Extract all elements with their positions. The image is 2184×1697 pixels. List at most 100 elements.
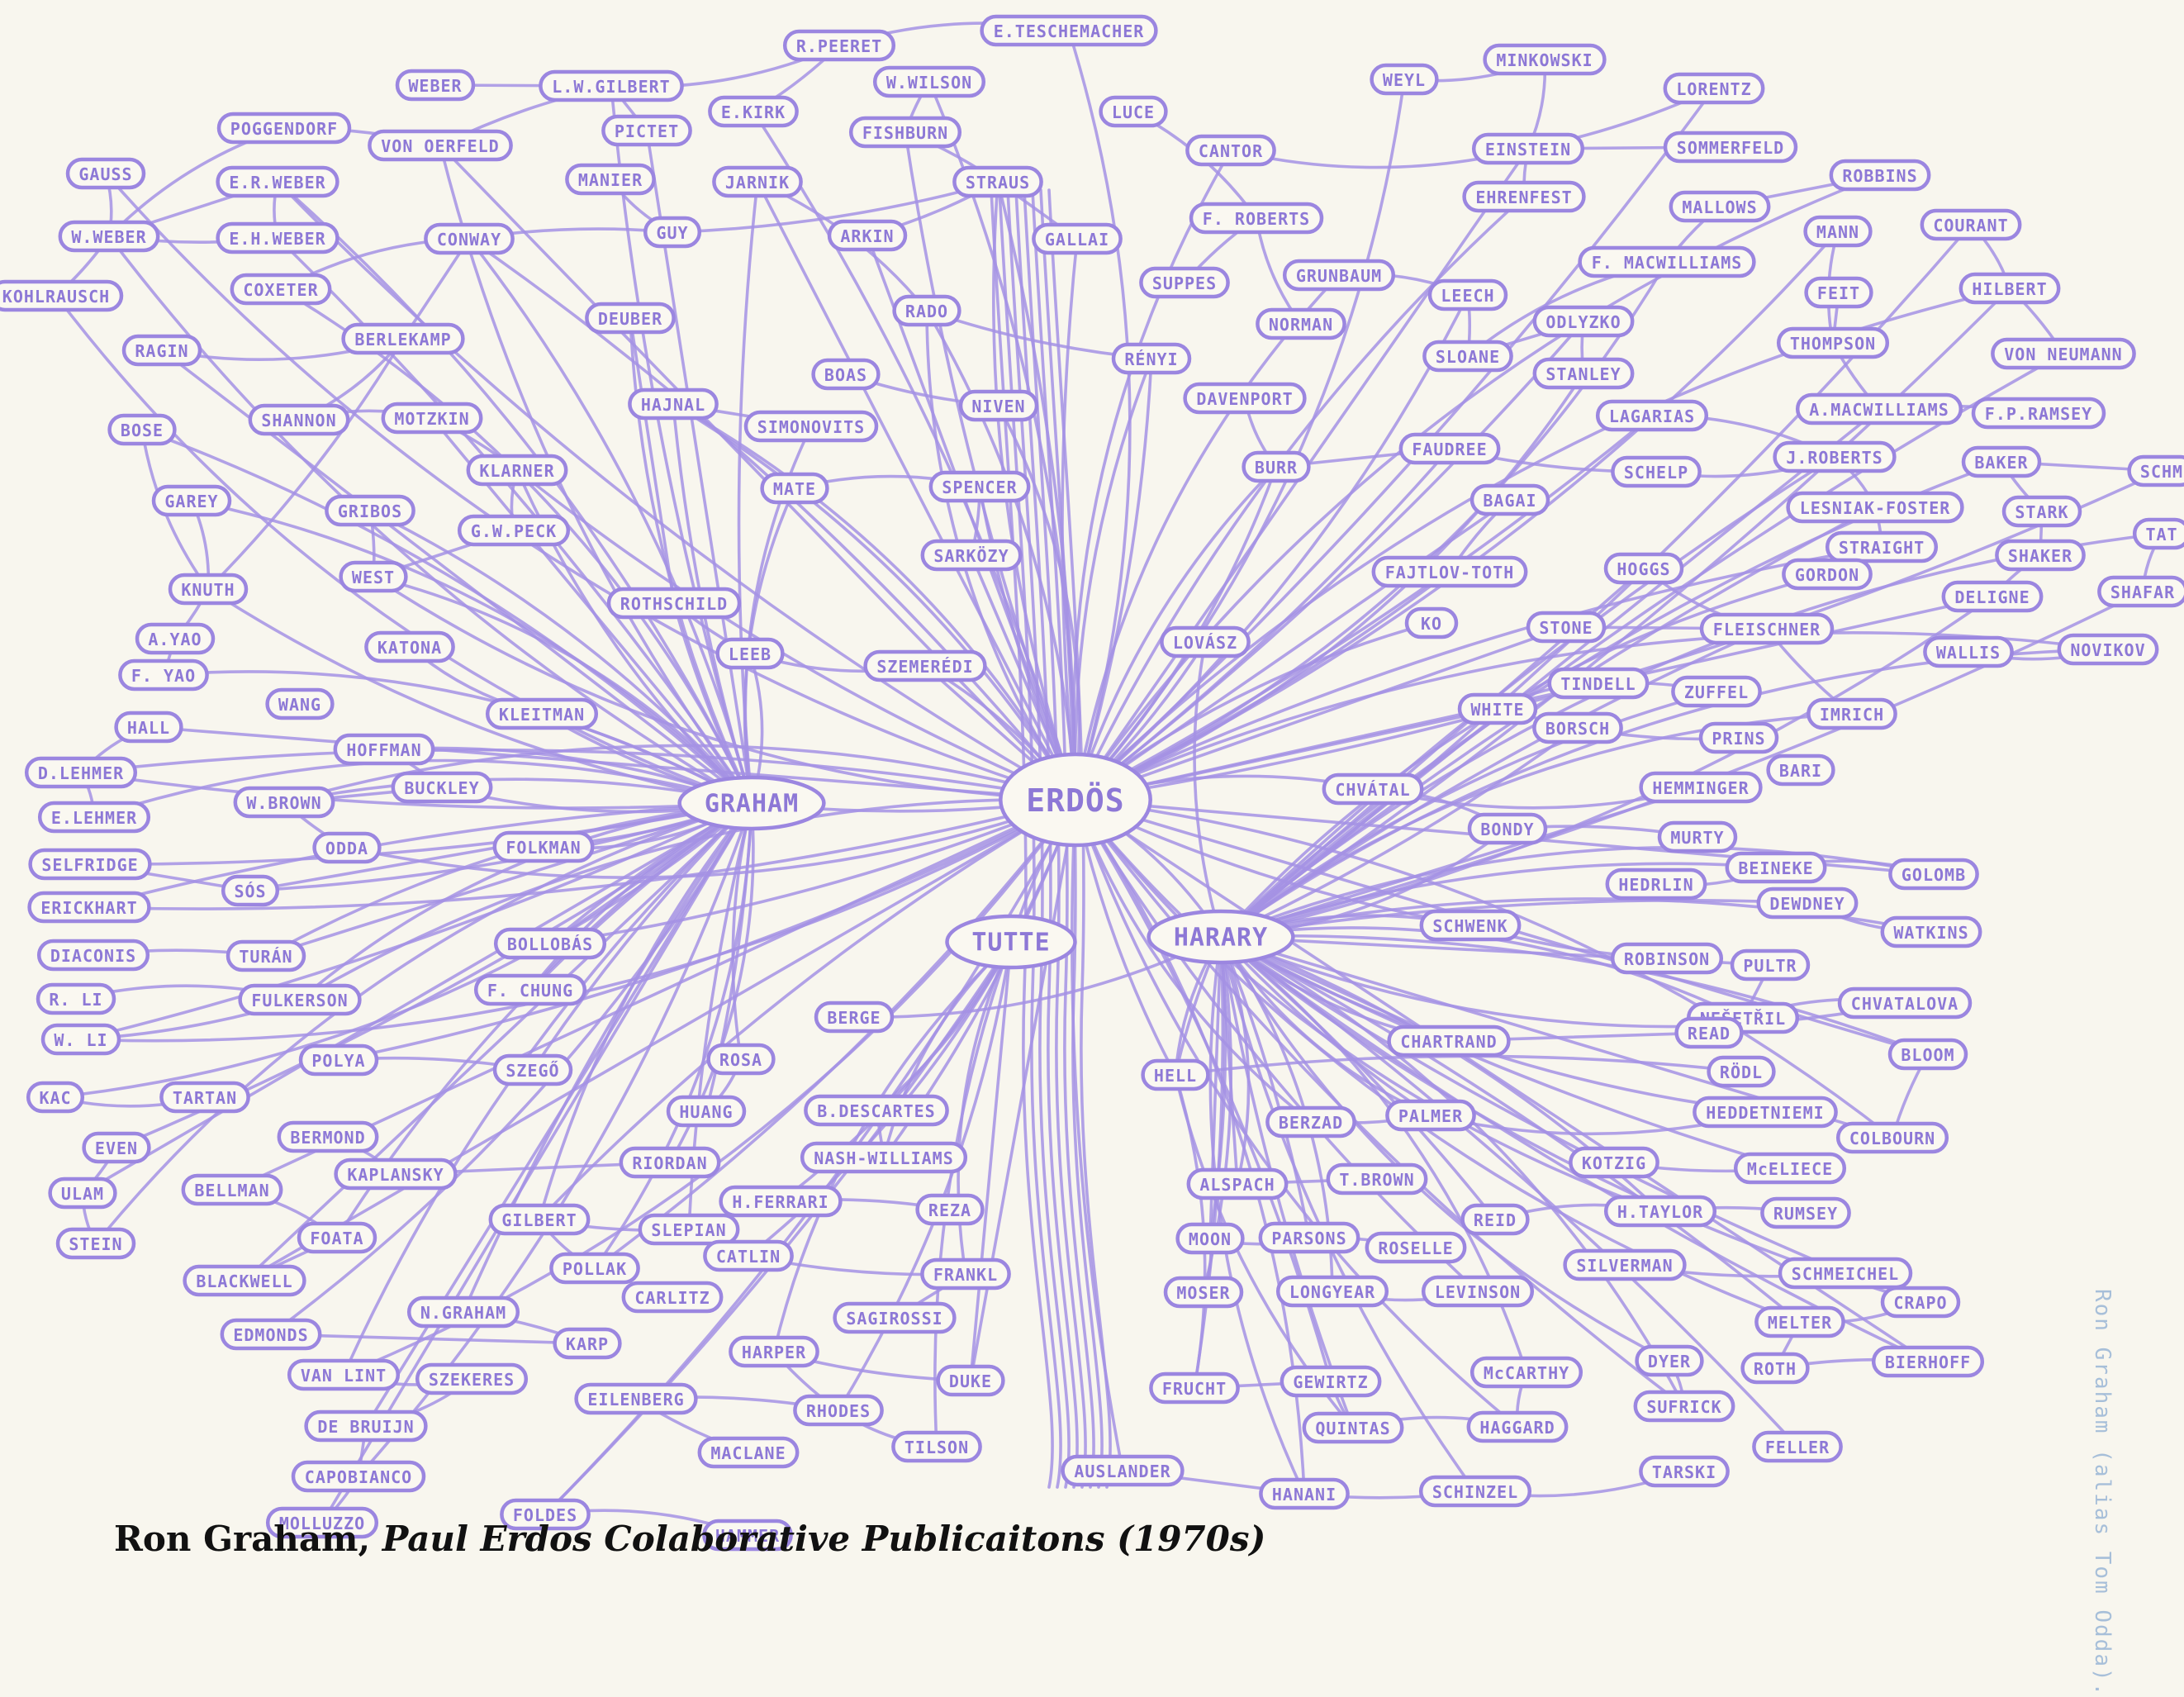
author-node-moon: MOON (1175, 1222, 1245, 1255)
node-outline (565, 163, 656, 196)
node-outline (1186, 1167, 1289, 1200)
author-name: STRAIGHT (1839, 538, 1925, 558)
author-node-straus: STRAUS (952, 165, 1043, 198)
author-node-amacwilliams: A.MACWILLIAMS (1795, 392, 1963, 425)
node-outline (1671, 675, 1762, 708)
author-name: MANN (1816, 222, 1859, 242)
node-outline (920, 539, 1023, 572)
node-outline (1958, 272, 2061, 305)
node-outline (621, 1281, 724, 1314)
node-outline (500, 1498, 591, 1531)
node-outline (892, 294, 961, 327)
author-name: HILBERT (1972, 279, 2047, 299)
node-outline (27, 891, 151, 924)
author-name: READ (1688, 1024, 1731, 1043)
node-outline (677, 775, 826, 831)
author-name: BURR (1255, 458, 1298, 478)
author-name: MOTZKIN (394, 409, 469, 429)
author-node-heddetniemi: HEDDETNIEMI (1693, 1096, 1838, 1129)
author-name: BLACKWELL (196, 1272, 292, 1291)
collaboration-edge (1039, 188, 1104, 1489)
node-outline (666, 1095, 747, 1128)
collaboration-edge (629, 316, 676, 605)
collaboration-edge (94, 801, 753, 1245)
author-name: STEIN (69, 1234, 122, 1254)
node-outline (628, 387, 719, 421)
author-name: RÉNYI (1124, 349, 1178, 369)
node-outline (1483, 43, 1607, 76)
author-name: McELIECE (1747, 1159, 1833, 1179)
author-name: FEIT (1817, 283, 1860, 303)
collaboration-edge (1219, 899, 1809, 939)
author-node-hammer: HAMMER (702, 1519, 793, 1552)
author-name: ULAM (61, 1184, 104, 1204)
author-node-shannon: SHANNON (248, 403, 350, 436)
collaboration-edge (88, 798, 1077, 910)
node-outline (1183, 382, 1307, 415)
node-outline (1460, 1203, 1530, 1236)
node-outline (488, 1203, 591, 1236)
node-outline (1773, 440, 1897, 473)
collaboration-edge (79, 748, 1077, 801)
author-name: BERMOND (290, 1128, 365, 1148)
author-name: F.P.RAMSEY (1985, 404, 2092, 424)
node-outline (216, 112, 352, 145)
author-name: PARSONS (1271, 1229, 1346, 1248)
node-outline (1698, 721, 1779, 754)
author-name: HELL (1154, 1066, 1197, 1086)
author-node-west: WEST (339, 560, 408, 593)
author-name: HOFFMAN (346, 740, 421, 760)
author-node-mceliece: McELIECE (1733, 1152, 1847, 1185)
author-name: MELTER (1768, 1313, 1832, 1333)
author-node-hilbert: HILBERT (1958, 272, 2061, 305)
author-name: D.LEHMER (38, 763, 124, 783)
author-node-reid: REID (1460, 1203, 1530, 1236)
node-outline (549, 1252, 640, 1285)
node-outline (1398, 432, 1501, 465)
node-outline (1469, 1356, 1583, 1389)
node-outline (0, 279, 124, 312)
author-node-alspach: ALSPACH (1186, 1167, 1289, 1200)
author-node-niven: NIVEN (958, 389, 1039, 422)
author-name: N.GRAHAM (420, 1303, 506, 1323)
author-node-jroberts: J.ROBERTS (1773, 440, 1897, 473)
author-node-shaker: SHAKER (1995, 539, 2086, 572)
author-name: CRAPO (1893, 1293, 1947, 1313)
node-outline (1422, 340, 1513, 373)
author-node-odda: ODDA (312, 831, 382, 864)
author-node-harary: HARARY (1147, 909, 1295, 965)
author-name: CAPOBIANCO (305, 1467, 412, 1487)
collaboration-edge (1219, 845, 1935, 939)
collaboration-edge (1193, 935, 1225, 1390)
author-name: BERZAD (1279, 1113, 1343, 1133)
node-outline (238, 983, 362, 1016)
collaboration-edge (1074, 414, 1654, 801)
node-outline (1471, 132, 1585, 165)
author-node-ehweber: E.H.WEBER (216, 221, 339, 254)
author-node-baker: BAKER (1961, 445, 2042, 478)
node-outline (65, 157, 146, 190)
author-node-hanani: HANANI (1259, 1477, 1350, 1510)
collaboration-edge (160, 349, 753, 805)
caption-author: Ron Graham, (114, 1519, 371, 1559)
collaboration-edge (1074, 631, 2110, 801)
node-outline (181, 1173, 283, 1206)
author-name: DAVENPORT (1196, 389, 1293, 409)
node-outline (466, 454, 568, 487)
author-node-gauss: GAUSS (65, 157, 146, 190)
collaboration-edge (1208, 935, 1306, 1495)
author-node-ekirk: E.KIRK (708, 95, 799, 128)
node-outline (58, 220, 160, 253)
node-outline (827, 219, 908, 252)
author-name: E.KIRK (721, 102, 786, 122)
author-name: GAUSS (78, 164, 132, 184)
author-name: F. CHUNG (487, 981, 573, 1001)
node-outline (1786, 491, 1964, 524)
author-node-elehmer: E.LEHMER (37, 801, 151, 834)
author-node-mate: MATE (760, 472, 829, 505)
node-outline (1160, 625, 1251, 658)
author-node-erickhart: ERICKHART (27, 891, 151, 924)
node-outline (1725, 851, 1827, 884)
author-name: HOGGS (1617, 559, 1670, 579)
author-node-dewdney: DEWDNEY (1756, 887, 1859, 920)
